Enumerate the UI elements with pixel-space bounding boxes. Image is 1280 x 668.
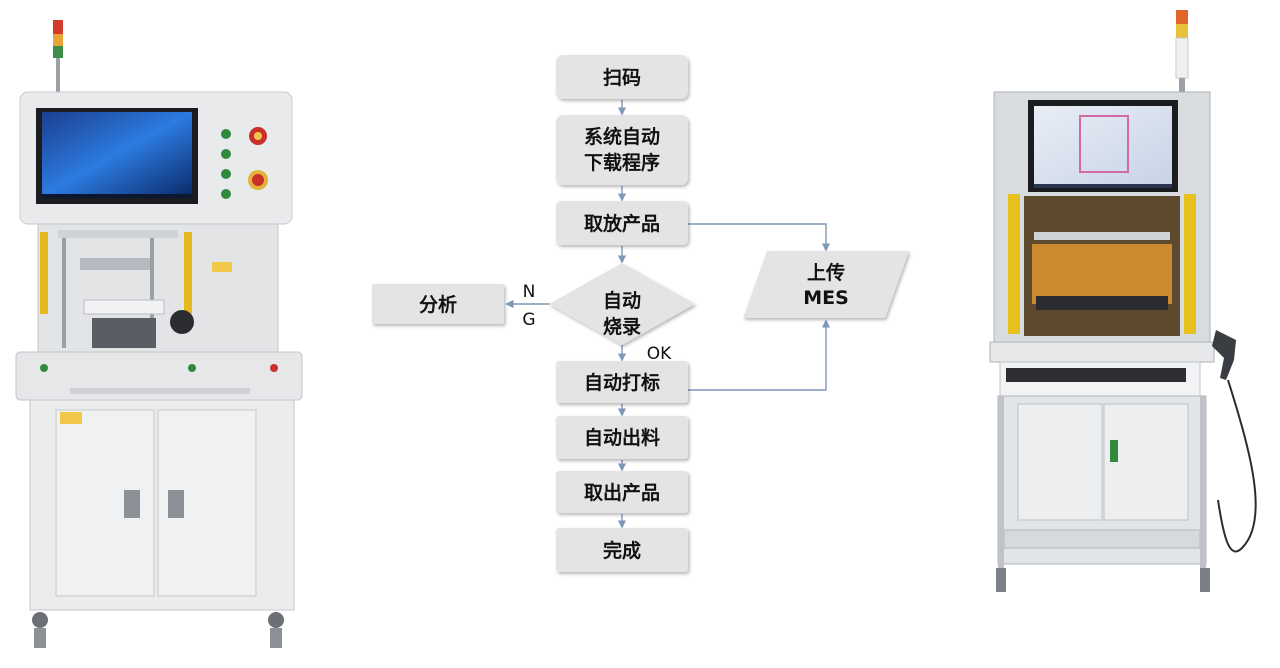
io-box-upload-mes xyxy=(743,251,909,318)
left-programming-machine-image xyxy=(15,20,303,648)
right-programming-machine-image xyxy=(989,10,1257,592)
step-box-scan xyxy=(556,55,688,99)
ok-label: OK xyxy=(647,344,672,364)
ng-label-g: G xyxy=(522,310,535,330)
step-box-download xyxy=(556,115,688,185)
decision-burn-label-line1: 自动 xyxy=(603,289,641,312)
step-pick-place-label: 取放产品 xyxy=(584,212,660,235)
step-discharge-label: 自动出料 xyxy=(584,426,660,449)
step-download-label-line2: 下载程序 xyxy=(584,151,660,174)
arrow-mark-to-mes xyxy=(688,319,831,391)
ng-label-n: N xyxy=(523,282,536,302)
step-box-analyze xyxy=(372,284,504,324)
step-box-mark xyxy=(556,361,688,403)
io-upload-label-line2: MES xyxy=(803,287,849,309)
step-box-done xyxy=(556,528,688,572)
step-mark-label: 自动打标 xyxy=(584,371,660,394)
step-download-label-line1: 系统自动 xyxy=(584,125,660,148)
step-take-out-label: 取出产品 xyxy=(584,481,660,504)
decision-diamond-burn xyxy=(549,263,695,345)
step-box-pick-place xyxy=(556,201,688,245)
step-box-discharge xyxy=(556,416,688,459)
arrow-pick-to-mes xyxy=(688,223,831,252)
decision-burn-label-line2: 烧录 xyxy=(603,316,641,338)
step-box-take-out xyxy=(556,471,688,513)
step-done-label: 完成 xyxy=(603,539,641,562)
io-upload-label-line1: 上传 xyxy=(807,261,845,284)
step-scan-label: 扫码 xyxy=(603,66,641,89)
step-analyze-label: 分析 xyxy=(419,293,457,316)
